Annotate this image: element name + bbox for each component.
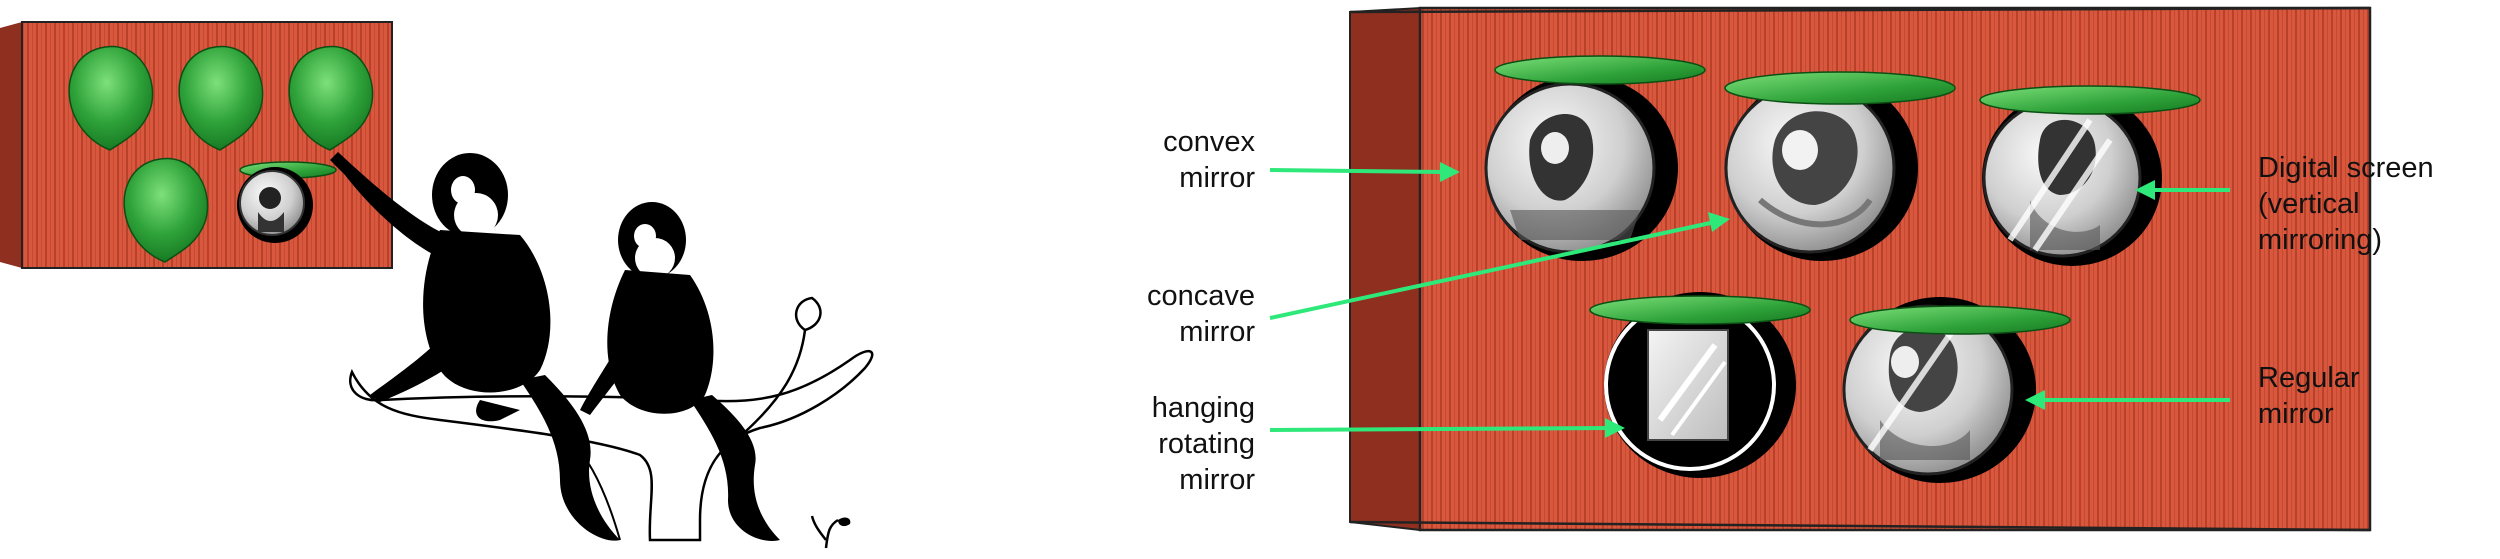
label-line: (vertical [2258,186,2434,222]
label-line: Regular [2258,360,2360,396]
label-line: mirror [2258,396,2360,432]
plant-sprout-icon [812,516,850,548]
label-regular-mirror: Regular mirror [2258,360,2360,432]
label-line: mirror [1152,462,1255,498]
label-hanging-rotating-mirror: hanging rotating mirror [1152,390,1255,498]
label-concave-mirror: concave mirror [1147,278,1255,350]
label-line: concave [1147,278,1255,314]
label-line: Digital screen [2258,150,2434,186]
label-digital-screen: Digital screen (vertical mirroring) [2258,150,2434,258]
label-line: hanging [1152,390,1255,426]
label-convex-mirror: convex mirror [1163,124,1255,196]
label-line: mirroring) [2258,222,2434,258]
label-line: convex [1163,124,1255,160]
label-line: mirror [1147,314,1255,350]
label-line: rotating [1152,426,1255,462]
small-board-mirror [237,167,313,243]
label-line: mirror [1163,160,1255,196]
